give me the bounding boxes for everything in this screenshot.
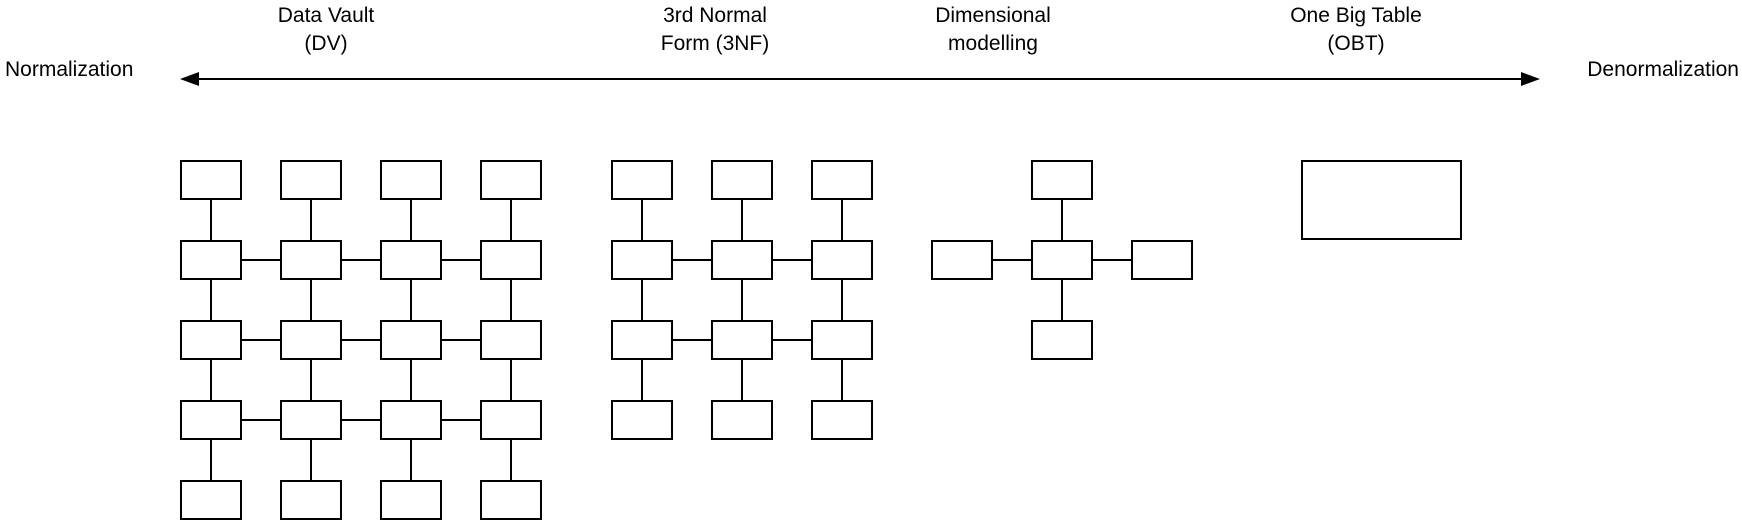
- data-vault-diagram-relationship-line: [510, 200, 512, 240]
- one-big-table-label: One Big Table (OBT): [1290, 2, 1422, 58]
- third-normal-form-diagram-table-box: [611, 240, 673, 280]
- third-normal-form-diagram-table-box: [711, 400, 773, 440]
- third-normal-form-diagram-relationship-line: [773, 259, 811, 261]
- spectrum-arrow: [180, 72, 1540, 86]
- arrowhead-left-icon: [180, 72, 199, 86]
- data-vault-diagram-table-box: [180, 240, 242, 280]
- dimensional-modelling-diagram-dimension-table-box: [1131, 240, 1193, 280]
- third-normal-form-diagram-relationship-line: [741, 360, 743, 400]
- data-vault-diagram-relationship-line: [210, 280, 212, 320]
- data-vault-diagram-table-box: [280, 160, 342, 200]
- dimensional-modelling-diagram-relationship-line: [1061, 280, 1063, 320]
- data-vault-diagram-table-box: [480, 480, 542, 520]
- data-vault-diagram-relationship-line: [510, 360, 512, 400]
- dimensional-modelling-label-line1: Dimensional: [935, 4, 1051, 27]
- dimensional-modelling-diagram-relationship-line: [1093, 259, 1131, 261]
- third-normal-form-diagram-table-box: [811, 240, 873, 280]
- data-vault-diagram-relationship-line: [510, 440, 512, 480]
- third-normal-form-diagram-table-box: [611, 320, 673, 360]
- dimensional-modelling-diagram-fact-table-box: [1031, 240, 1093, 280]
- third-normal-form-diagram-table-box: [811, 400, 873, 440]
- third-normal-form-diagram-relationship-line: [841, 280, 843, 320]
- third-normal-form-diagram-relationship-line: [841, 200, 843, 240]
- dimensional-modelling-diagram-dimension-table-box: [1031, 320, 1093, 360]
- data-vault-label: Data Vault (DV): [278, 2, 375, 58]
- data-vault-diagram-table-box: [180, 400, 242, 440]
- data-vault-diagram-relationship-line: [242, 419, 280, 421]
- data-vault-diagram-relationship-line: [410, 440, 412, 480]
- one-big-table-label-line2: (OBT): [1327, 32, 1385, 55]
- data-vault-diagram-table-box: [280, 320, 342, 360]
- data-vault-diagram-relationship-line: [210, 440, 212, 480]
- data-vault-diagram-relationship-line: [210, 360, 212, 400]
- third-normal-form-diagram-relationship-line: [673, 339, 711, 341]
- data-vault-diagram-relationship-line: [442, 339, 480, 341]
- data-vault-diagram-relationship-line: [242, 339, 280, 341]
- data-vault-diagram-table-box: [480, 320, 542, 360]
- one-big-table-diagram-table-box: [1301, 160, 1462, 240]
- data-vault-diagram-table-box: [480, 160, 542, 200]
- data-vault-diagram-table-box: [280, 480, 342, 520]
- data-vault-diagram-table-box: [480, 400, 542, 440]
- normalization-label: Normalization: [5, 58, 134, 81]
- data-vault-diagram-relationship-line: [310, 280, 312, 320]
- dimensional-modelling-diagram-relationship-line: [993, 259, 1031, 261]
- third-normal-form-diagram-relationship-line: [641, 200, 643, 240]
- data-vault-diagram-table-box: [180, 160, 242, 200]
- data-vault-diagram-relationship-line: [310, 440, 312, 480]
- data-vault-diagram-relationship-line: [310, 360, 312, 400]
- data-vault-diagram-table-box: [480, 240, 542, 280]
- data-vault-diagram-table-box: [380, 480, 442, 520]
- third-normal-form-diagram-table-box: [711, 240, 773, 280]
- data-vault-diagram-relationship-line: [410, 280, 412, 320]
- data-vault-diagram-relationship-line: [342, 259, 380, 261]
- third-normal-form-diagram-table-box: [611, 400, 673, 440]
- third-normal-form-diagram-relationship-line: [741, 200, 743, 240]
- data-vault-diagram-table-box: [180, 480, 242, 520]
- data-vault-diagram-relationship-line: [410, 360, 412, 400]
- dimensional-modelling-diagram-relationship-line: [1061, 200, 1063, 240]
- third-normal-form-diagram-table-box: [711, 320, 773, 360]
- data-vault-diagram-relationship-line: [310, 200, 312, 240]
- data-vault-diagram-relationship-line: [342, 339, 380, 341]
- dimensional-modelling-diagram-dimension-table-box: [1031, 160, 1093, 200]
- dimensional-modelling-diagram-dimension-table-box: [931, 240, 993, 280]
- data-vault-diagram-relationship-line: [442, 419, 480, 421]
- third-normal-form-diagram-relationship-line: [773, 339, 811, 341]
- third-normal-form-diagram-table-box: [811, 160, 873, 200]
- data-vault-label-line1: Data Vault: [277, 4, 375, 27]
- data-vault-diagram-relationship-line: [510, 280, 512, 320]
- dimensional-modelling-label: Dimensional modelling: [935, 2, 1051, 58]
- data-vault-diagram-table-box: [380, 240, 442, 280]
- dimensional-modelling-label-line2: modelling: [948, 32, 1038, 55]
- one-big-table-label-line1: One Big Table: [1290, 4, 1422, 27]
- third-normal-form-diagram-table-box: [811, 320, 873, 360]
- third-normal-form-diagram-relationship-line: [641, 280, 643, 320]
- data-vault-label-line2: (DV): [304, 32, 348, 55]
- data-vault-diagram-table-box: [380, 320, 442, 360]
- third-normal-form-label: 3rd Normal Form (3NF): [661, 2, 770, 58]
- data-vault-diagram-table-box: [380, 160, 442, 200]
- third-normal-form-diagram-table-box: [711, 160, 773, 200]
- third-normal-form-label-line2: Form (3NF): [660, 32, 770, 55]
- third-normal-form-diagram-relationship-line: [673, 259, 711, 261]
- data-vault-diagram-relationship-line: [242, 259, 280, 261]
- third-normal-form-diagram-table-box: [611, 160, 673, 200]
- third-normal-form-diagram-relationship-line: [741, 280, 743, 320]
- third-normal-form-diagram-relationship-line: [641, 360, 643, 400]
- data-vault-diagram-relationship-line: [210, 200, 212, 240]
- data-vault-diagram-relationship-line: [442, 259, 480, 261]
- data-vault-diagram-relationship-line: [410, 200, 412, 240]
- data-vault-diagram-relationship-line: [342, 419, 380, 421]
- data-vault-diagram-table-box: [280, 240, 342, 280]
- denormalization-label: Denormalization: [1587, 58, 1739, 81]
- third-normal-form-label-line1: 3rd Normal: [663, 4, 767, 27]
- data-vault-diagram-table-box: [180, 320, 242, 360]
- data-vault-diagram-table-box: [380, 400, 442, 440]
- data-vault-diagram-table-box: [280, 400, 342, 440]
- arrowhead-right-icon: [1521, 72, 1540, 86]
- third-normal-form-diagram-relationship-line: [841, 360, 843, 400]
